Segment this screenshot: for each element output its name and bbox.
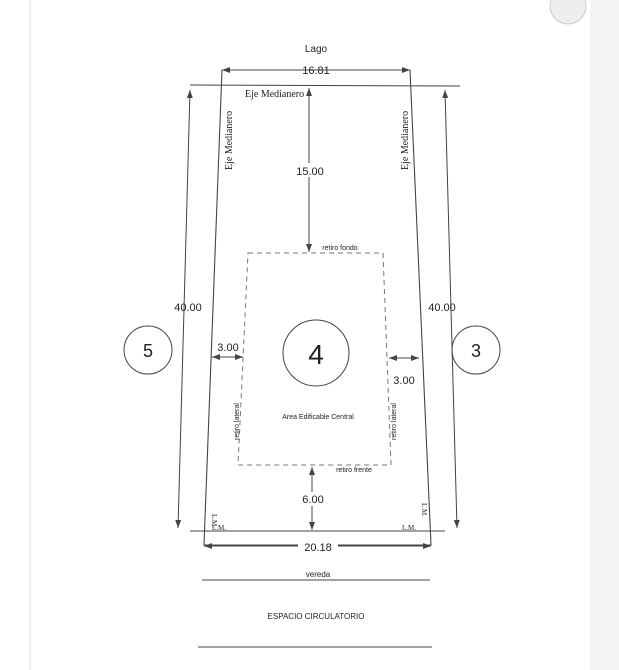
- lm-left-vertical: L.M.: [210, 514, 218, 528]
- right-lot-circle: [451, 325, 501, 375]
- street-label: ESPACIO CIRCULATORIO: [268, 612, 365, 621]
- sidewalk-label: vereda: [306, 570, 331, 579]
- rear-boundary: [189, 84, 461, 87]
- lake-label: Lago: [305, 44, 328, 55]
- top-width-value: 16.81: [302, 65, 330, 77]
- lm-left-bottom: L.M.: [212, 524, 226, 532]
- buildable-area: [237, 252, 392, 466]
- eje-left-label: Eje Medianero: [224, 111, 235, 170]
- left-length-value: 40.00: [174, 302, 202, 314]
- eje-top-label: Eje Medianero: [245, 89, 304, 100]
- lot-boundary: [203, 69, 432, 546]
- watermark-logo-icon: [549, 0, 587, 25]
- left-lot-circle: [123, 325, 173, 375]
- area-label: Area Edificable Central: [282, 414, 354, 421]
- retiro-lateral-right-label: retiro lateral: [391, 403, 398, 440]
- lm-right-bottom: L.M.: [402, 524, 416, 532]
- page-edge-right: [590, 0, 619, 670]
- lot-number: 4: [308, 339, 324, 370]
- right-side-setback-value: 3.00: [393, 375, 414, 387]
- front-setback-value: 6.00: [302, 494, 323, 506]
- retiro-lateral-left-label: retiro lateral: [234, 403, 241, 440]
- lm-right-vertical: L.M.: [420, 503, 428, 517]
- eje-right-label: Eje Medianero: [400, 111, 411, 170]
- left-length-dimension: [175, 89, 193, 529]
- right-length-dimension: [442, 89, 460, 529]
- left-lot-number: 5: [143, 341, 153, 361]
- retiro-frente-label: retiro frente: [336, 467, 372, 474]
- retiro-fondo-label: retiro fondo: [322, 245, 358, 252]
- bottom-width-value: 20.18: [304, 542, 332, 554]
- lot-number-circle: [282, 319, 350, 387]
- right-lot-number: 3: [471, 341, 481, 361]
- right-length-value: 40.00: [428, 302, 456, 314]
- rear-setback-value: 15.00: [296, 166, 324, 178]
- left-side-setback-value: 3.00: [217, 342, 238, 354]
